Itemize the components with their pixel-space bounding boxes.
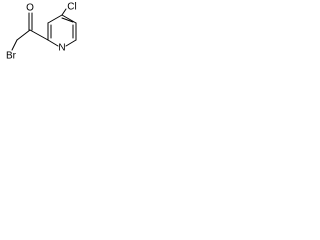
ring-bond-c5-c4 (61, 14, 77, 24)
ring-bond-c4-c3 (47, 14, 63, 24)
bond-c4-cl (61, 8, 67, 16)
atom-label-oxygen: O (26, 3, 34, 14)
ring-bond-n-c6 (65, 39, 77, 47)
atom-label-nitrogen: N (58, 43, 65, 54)
bond-c2-carbonyl (29, 29, 49, 41)
atom-label-chlorine: Cl (67, 2, 76, 13)
ring-bond-c2-n (47, 39, 59, 47)
bond-ch2-br (11, 39, 18, 51)
chemical-structure: Cl N O Br (6, 2, 77, 62)
bond-carbonyl-ch2 (16, 29, 31, 41)
pyridine-ring (47, 14, 77, 47)
atom-label-bromine: Br (6, 51, 17, 62)
ring-bond-c5-c4-inner (61, 17, 74, 23)
